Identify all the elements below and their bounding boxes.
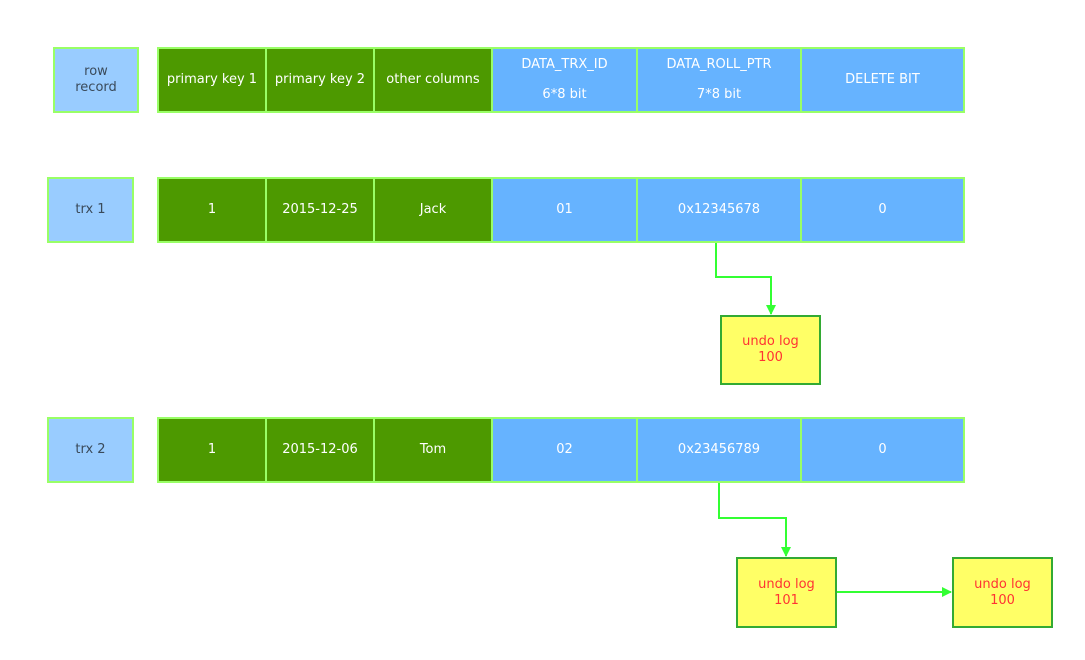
trx-1-other-columns-value: Jack [419, 202, 447, 217]
header-other-columns: other columns [375, 49, 493, 111]
undo-log-box: undo log 100 [720, 315, 821, 385]
trx-2-row: 1 2015-12-06 Tom 02 0x23456789 0 [157, 417, 965, 483]
row-record-label-line1: row [84, 64, 108, 79]
trx-2-data-trx-id-value: 02 [556, 442, 573, 457]
undo-log-title: undo log [742, 334, 799, 349]
header-primary-key-2-text: primary key 2 [274, 72, 366, 87]
trx-1-data-trx-id-value: 01 [556, 202, 573, 217]
header-delete-bit: DELETE BIT [802, 49, 963, 111]
trx-1-label-text: trx 1 [75, 202, 106, 217]
trx-1-primary-key-2-value: 2015-12-25 [282, 202, 358, 217]
trx-1-roll-ptr-arrow [715, 243, 776, 315]
header-data-roll-ptr-text: DATA_ROLL_PTR [666, 57, 772, 72]
trx-1-delete-bit-value: 0 [878, 202, 887, 217]
header-data-roll-ptr-size: 7*8 bit [696, 87, 742, 102]
row-record-label-line2: record [75, 80, 117, 95]
undo-log-id: 101 [774, 592, 799, 608]
header-primary-key-2: primary key 2 [267, 49, 375, 111]
trx-2-delete-bit: 0 [802, 419, 963, 481]
trx-2-primary-key-1-value: 1 [207, 442, 217, 457]
trx-1-other-columns: Jack [375, 179, 493, 241]
header-data-trx-id-size: 6*8 bit [542, 87, 587, 102]
header-data-trx-id-text: DATA_TRX_ID [521, 57, 608, 72]
trx-2-primary-key-2-value: 2015-12-06 [282, 442, 358, 457]
trx-2-primary-key-1: 1 [159, 419, 267, 481]
trx-2-primary-key-2: 2015-12-06 [267, 419, 375, 481]
row-record-label: row record [53, 47, 139, 113]
header-row: primary key 1 primary key 2 other column… [157, 47, 965, 113]
trx-2-data-roll-ptr-value: 0x23456789 [677, 442, 761, 457]
trx-2-label: trx 2 [47, 417, 134, 483]
trx-1-row: 1 2015-12-25 Jack 01 0x12345678 0 [157, 177, 965, 243]
header-delete-bit-text: DELETE BIT [845, 72, 920, 87]
header-other-columns-text: other columns [386, 72, 480, 87]
undo-log-box: undo log 100 [952, 557, 1053, 628]
undo-log-box: undo log 101 [736, 557, 837, 628]
header-data-roll-ptr: DATA_ROLL_PTR 7*8 bit [638, 49, 802, 111]
trx-2-delete-bit-value: 0 [878, 442, 887, 457]
trx-1-delete-bit: 0 [802, 179, 963, 241]
trx-1-label: trx 1 [47, 177, 134, 243]
trx-1-primary-key-1-value: 1 [207, 202, 217, 217]
header-data-trx-id: DATA_TRX_ID 6*8 bit [493, 49, 638, 111]
trx-1-data-roll-ptr: 0x12345678 [638, 179, 802, 241]
trx-1-primary-key-2: 2015-12-25 [267, 179, 375, 241]
trx-2-label-text: trx 2 [75, 442, 106, 457]
trx-2-other-columns: Tom [375, 419, 493, 481]
header-primary-key-1: primary key 1 [159, 49, 267, 111]
undo-log-title: undo log [974, 576, 1031, 592]
trx-2-other-columns-value: Tom [419, 442, 447, 457]
undo-log-id: 100 [990, 592, 1015, 608]
header-primary-key-1-text: primary key 1 [166, 72, 258, 87]
trx-1-data-roll-ptr-value: 0x12345678 [677, 202, 761, 217]
undo-log-title: undo log [758, 576, 815, 592]
undo-log-id: 100 [758, 350, 783, 365]
trx-2-data-trx-id: 02 [493, 419, 638, 481]
trx-1-primary-key-1: 1 [159, 179, 267, 241]
trx-2-data-roll-ptr: 0x23456789 [638, 419, 802, 481]
trx-2-roll-ptr-arrow [718, 483, 791, 557]
trx-1-data-trx-id: 01 [493, 179, 638, 241]
